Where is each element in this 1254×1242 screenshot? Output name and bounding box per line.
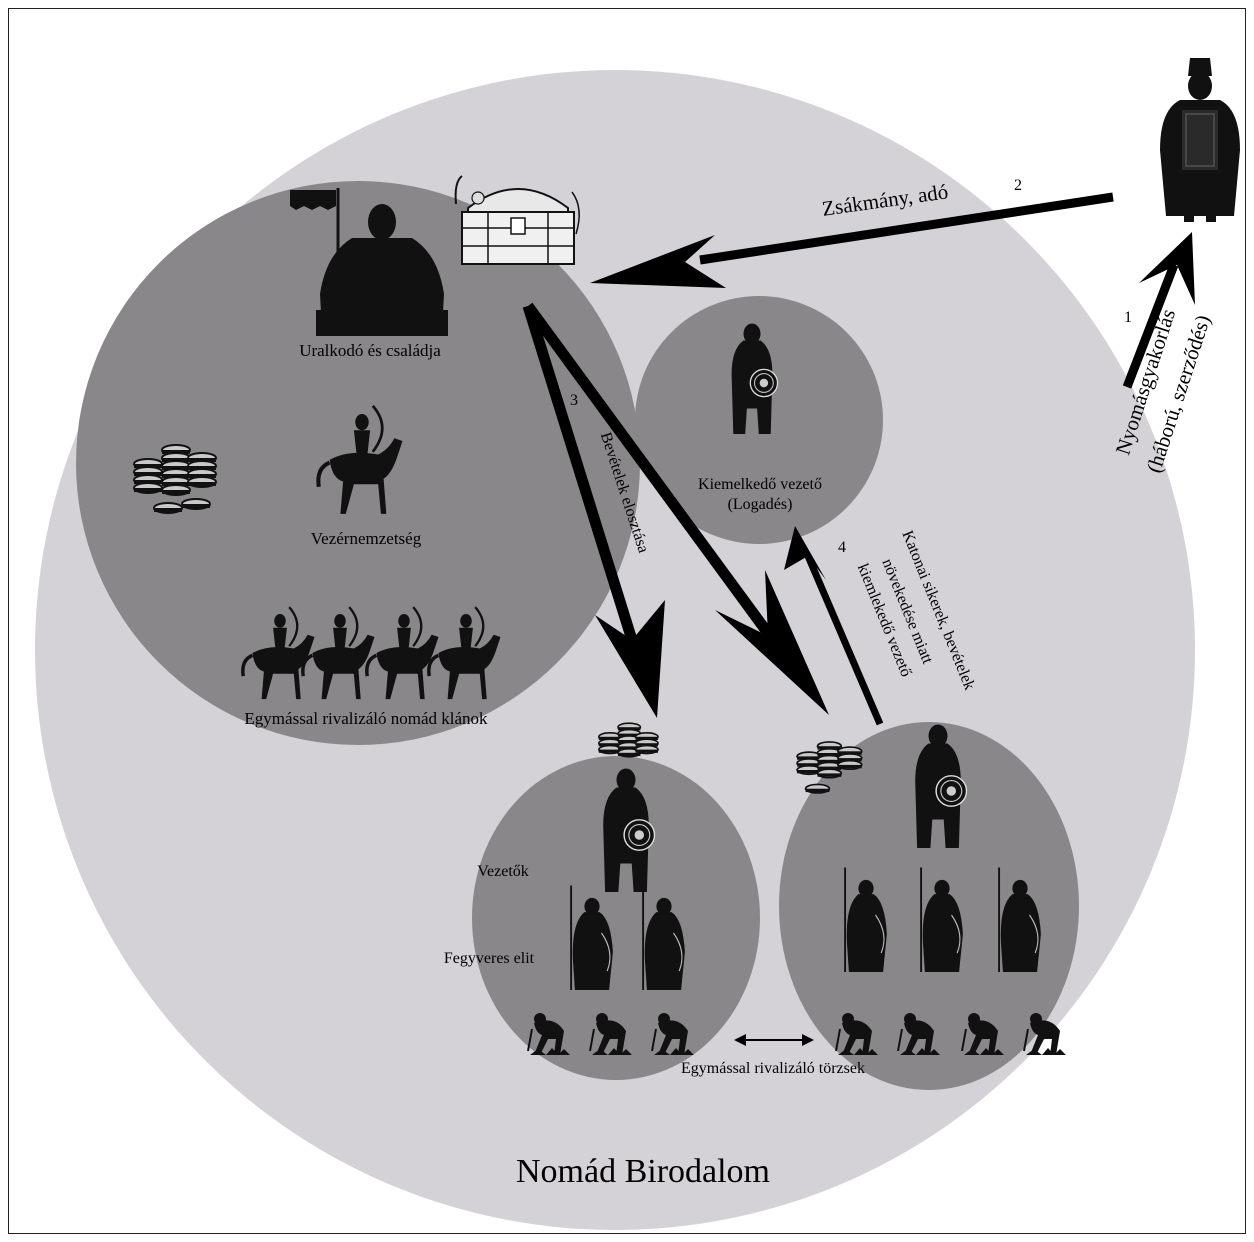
arrow-3-right <box>523 302 829 715</box>
empire-title: Nomád Birodalom <box>516 1153 770 1190</box>
clans-label: Egymással rivalizáló nomád klánok <box>244 709 488 728</box>
rival-tribes-label: Egymással rivalizáló törzsek <box>681 1060 865 1077</box>
dynasty-label: Vezérnemzetség <box>311 529 422 548</box>
armed-elite-label: Fegyveres elit <box>444 950 535 967</box>
step-3-number: 3 <box>570 392 578 409</box>
diagram-frame <box>8 8 1246 1234</box>
arrow-3-left <box>522 304 665 718</box>
ruler-icon <box>316 204 448 336</box>
tribe-circle-left <box>472 756 760 1080</box>
leaders-label: Vezetők <box>477 863 529 880</box>
prominent-leader-label: Kiemelkedő vezető <box>698 476 822 493</box>
step-2-number: 2 <box>1014 177 1022 194</box>
tribes-double-arrow <box>734 1034 814 1046</box>
step-4-number: 4 <box>838 539 846 556</box>
prominent-leader-sublabel: (Logadés) <box>728 496 793 513</box>
arrow-4 <box>784 526 884 726</box>
arrow-1 <box>1122 232 1195 389</box>
step-1-number: 1 <box>1124 309 1132 326</box>
arrow-2 <box>590 192 1114 288</box>
ruler-family-label: Uralkodó és családja <box>299 341 441 360</box>
emperor-icon <box>1160 58 1240 222</box>
treasure-chest-icon <box>454 175 580 265</box>
